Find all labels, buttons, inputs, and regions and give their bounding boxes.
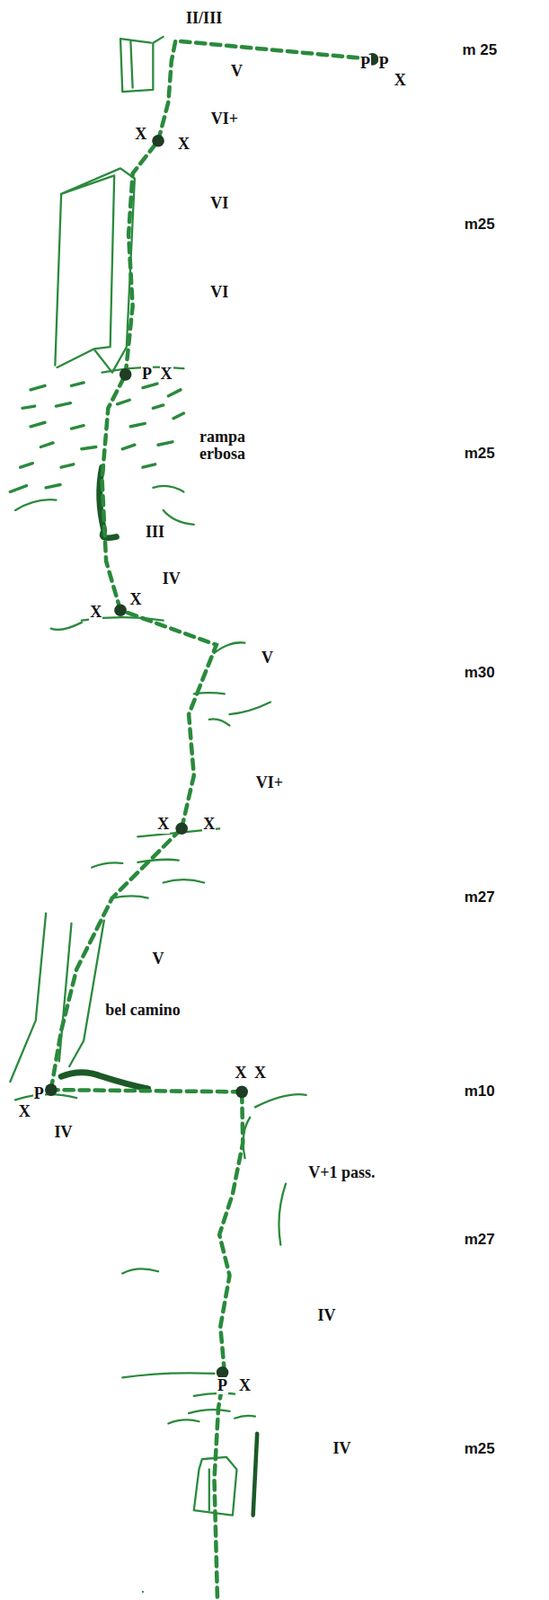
grade-label: V — [260, 649, 275, 668]
grade-label: X — [129, 591, 143, 610]
grade-label: IV — [161, 570, 182, 589]
grade-label: X — [17, 1103, 32, 1122]
pitch-length: m10 — [463, 1083, 496, 1101]
grade-label: III — [144, 523, 166, 542]
grade-label: X — [393, 71, 408, 90]
grade-label: X — [253, 1064, 267, 1083]
grade-label: X — [202, 815, 216, 834]
grade-label: X — [156, 815, 170, 834]
grade-label: P — [141, 365, 153, 384]
grade-label: V+1 pass. — [307, 1164, 376, 1183]
grade-label: V — [230, 62, 244, 81]
grade-label: X — [177, 135, 191, 154]
pitch-length: m25 — [463, 216, 496, 234]
grade-label: VI — [209, 194, 230, 213]
pitch-length: m25 — [463, 445, 496, 463]
grade-label: VI+ — [255, 774, 284, 793]
grade-label: P — [378, 54, 390, 73]
grade-label: VI — [209, 283, 230, 302]
grade-label: IV — [316, 1307, 337, 1326]
route-note: rampa erbosa — [183, 428, 263, 465]
grade-label: P — [33, 1085, 45, 1104]
grade-label: X — [88, 603, 103, 622]
grade-label: X — [234, 1064, 248, 1083]
grade-label: X — [159, 365, 174, 384]
grade-label: II/III — [185, 9, 223, 28]
grade-label: bel camino — [104, 1001, 182, 1020]
grade-label: IV — [331, 1440, 352, 1459]
pitch-length: m27 — [463, 1231, 496, 1249]
pitch-length: m25 — [463, 1441, 496, 1459]
pitch-length: m27 — [463, 889, 496, 907]
grade-label: V — [151, 950, 166, 969]
grade-label: VI+ — [210, 110, 240, 129]
grade-label: P — [216, 1377, 229, 1396]
grade-label: IV — [53, 1124, 73, 1143]
pitch-length: m30 — [463, 664, 496, 682]
grade-label: P — [359, 54, 372, 73]
grade-label: X — [133, 125, 148, 144]
pitch-length: m 25 — [460, 42, 498, 60]
grade-label: X — [238, 1377, 252, 1396]
